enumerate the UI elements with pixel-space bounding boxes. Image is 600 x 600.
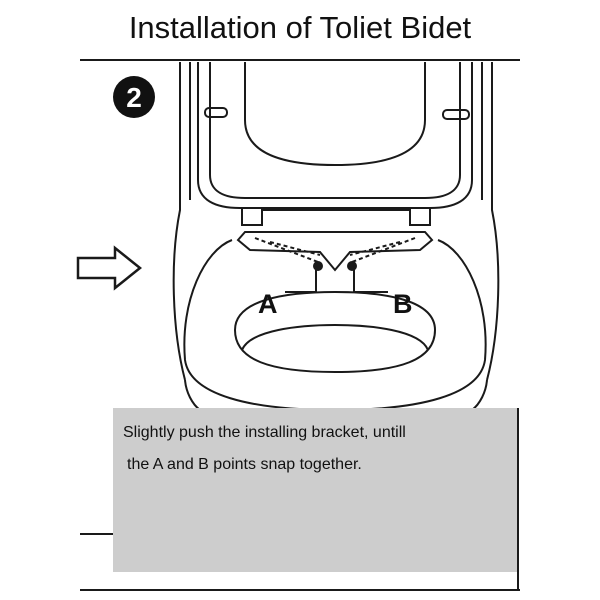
push-direction-arrow	[76, 245, 143, 291]
step-number: 2	[126, 82, 142, 113]
caption-line-1: Slightly push the installing bracket, un…	[123, 424, 406, 441]
leader-b	[353, 268, 388, 293]
toilet-body-inner	[189, 62, 483, 200]
lid-recess	[244, 62, 426, 167]
leader-a	[285, 268, 317, 293]
step-2-badge-icon	[113, 76, 155, 118]
seat-inner	[233, 290, 437, 374]
installing-bracket	[236, 231, 434, 272]
right-slot	[442, 109, 470, 120]
caption-box: Slightly push the installing bracket, un…	[113, 408, 517, 572]
diagram-title: Installation of Toliet Bidet	[128, 10, 472, 45]
label-b: B	[393, 289, 413, 319]
lower-body-left	[184, 379, 201, 411]
lower-body-right	[471, 379, 488, 411]
tank-lid	[197, 62, 473, 209]
label-a: A	[258, 289, 278, 319]
bowl-inner	[241, 323, 429, 351]
caption-line-2: the A and B points snap together.	[127, 456, 362, 473]
tank-lid-inner	[209, 62, 461, 199]
left-slot	[204, 107, 228, 118]
hinge-block	[241, 208, 431, 226]
toilet-outer-body	[172, 62, 500, 381]
